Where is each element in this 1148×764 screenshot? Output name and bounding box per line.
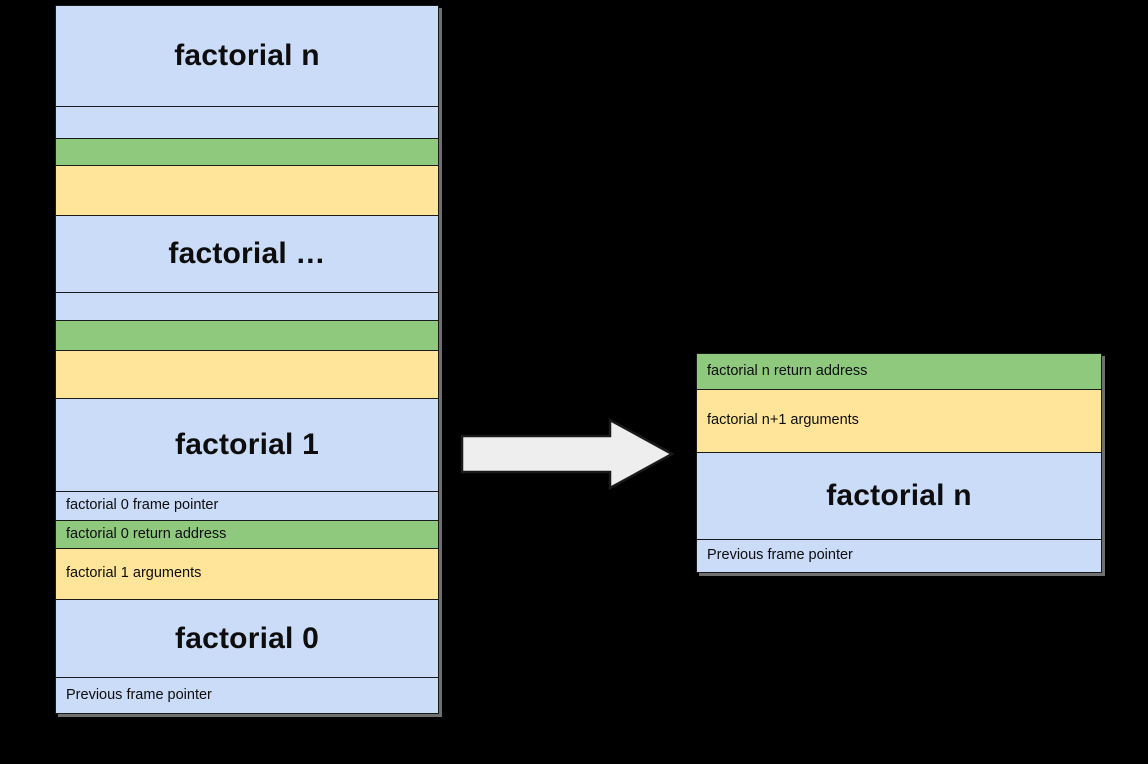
stack-frame-row-label: factorial … <box>168 237 326 270</box>
frame-detail-row: factorial n return address <box>697 354 1101 390</box>
frame-detail-row: factorial n <box>697 453 1101 540</box>
frame-detail-row: factorial n+1 arguments <box>697 390 1101 453</box>
stack-frame-row: factorial n <box>56 6 438 107</box>
stack-frame-row-label: factorial 0 <box>175 621 319 655</box>
stack-frame-row-label: factorial n <box>174 39 320 72</box>
stack-frame-row-label: factorial 1 arguments <box>66 565 202 582</box>
call-stack-left: factorial n factorial … factorial 1 factori… <box>55 5 439 714</box>
stack-frame-row <box>56 321 438 351</box>
stack-frame-row: factorial 0 <box>56 600 438 678</box>
stack-frame-row: factorial 1 <box>56 399 438 492</box>
stack-frame-row: Previous frame pointer <box>56 678 438 713</box>
stack-frame-row-label: factorial 0 frame pointer <box>66 497 219 514</box>
stack-frame-row: factorial 0 frame pointer <box>56 492 438 521</box>
stack-frame-row: factorial 1 arguments <box>56 549 438 600</box>
stack-frame-row <box>56 293 438 321</box>
frame-detail-row-label: factorial n <box>826 479 972 512</box>
frame-detail-row: Previous frame pointer <box>697 540 1101 572</box>
frame-detail-row-label: factorial n return address <box>707 362 868 379</box>
stack-frame-row: factorial 0 return address <box>56 521 438 549</box>
right-block-arrow-icon <box>460 417 676 491</box>
stack-frame-row-label: factorial 1 <box>175 428 319 461</box>
call-stack-right: factorial n return address factorial n+1 … <box>696 353 1102 573</box>
stack-frame-row-label: factorial 0 return address <box>66 525 227 542</box>
stack-frame-row <box>56 107 438 139</box>
stack-frame-row-label: Previous frame pointer <box>66 686 212 703</box>
stack-frame-row <box>56 351 438 399</box>
stack-frame-row <box>56 139 438 166</box>
frame-detail-row-label: Previous frame pointer <box>707 547 853 564</box>
frame-detail-row-label: factorial n+1 arguments <box>707 412 859 429</box>
stack-frame-row: factorial … <box>56 216 438 293</box>
stack-frame-row <box>56 166 438 216</box>
